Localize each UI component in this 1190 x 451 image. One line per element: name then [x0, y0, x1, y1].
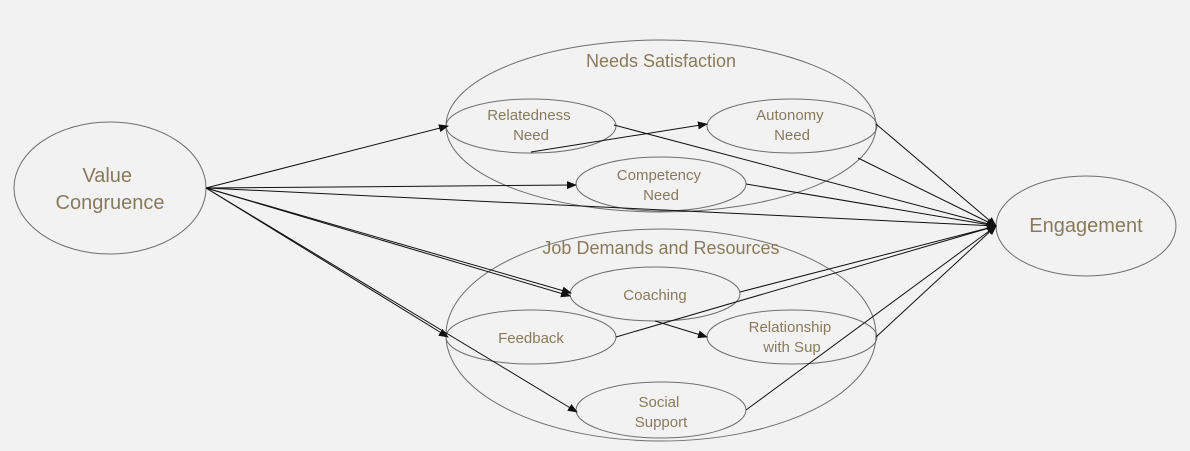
competency-need-label: Competency Need	[617, 167, 705, 204]
arrow-relationship-to-engagement	[875, 225, 997, 338]
value-congruence-node	[13, 121, 207, 255]
engagement-label: Engagement	[1029, 215, 1143, 237]
arrow-coaching-to-engagement	[739, 224, 997, 293]
feedback-label: Feedback	[498, 330, 564, 347]
autonomy-need-label: Autonomy Need	[756, 107, 828, 144]
social-support-label: Social Support	[635, 394, 688, 431]
arrow-relatedness-to-autonomy	[530, 121, 708, 153]
arrow-social-support-to-engagement	[745, 225, 997, 411]
job-demands-resources-label: Job Demands and Resources	[542, 238, 779, 258]
arrow-coaching-to-relationship	[654, 320, 708, 339]
arrow-value-to-feedback	[205, 187, 571, 298]
arrow-value-to-engagement	[205, 187, 997, 230]
arrow-value-to-relatedness	[205, 124, 449, 189]
arrow-needs-to-engagement	[857, 157, 997, 227]
arrow-value-to-coaching	[205, 187, 572, 295]
value-congruence-label: Value Congruence	[56, 165, 165, 214]
coaching-label: Coaching	[623, 287, 686, 304]
arrow-competency-to-engagement	[745, 183, 997, 229]
arrow-value-to-social-support	[205, 187, 578, 413]
arrow-feedback-to-engagement	[615, 224, 997, 338]
needs-satisfaction-label: Needs Satisfaction	[586, 51, 736, 71]
arrow-autonomy-to-engagement	[875, 123, 997, 227]
arrow-value-to-competency	[205, 181, 577, 190]
relatedness-need-label: Relatedness Need	[487, 107, 575, 144]
arrow-relatedness-to-engagement	[613, 124, 997, 228]
relationship-with-sup-label: Relationship with Sup	[749, 319, 836, 356]
